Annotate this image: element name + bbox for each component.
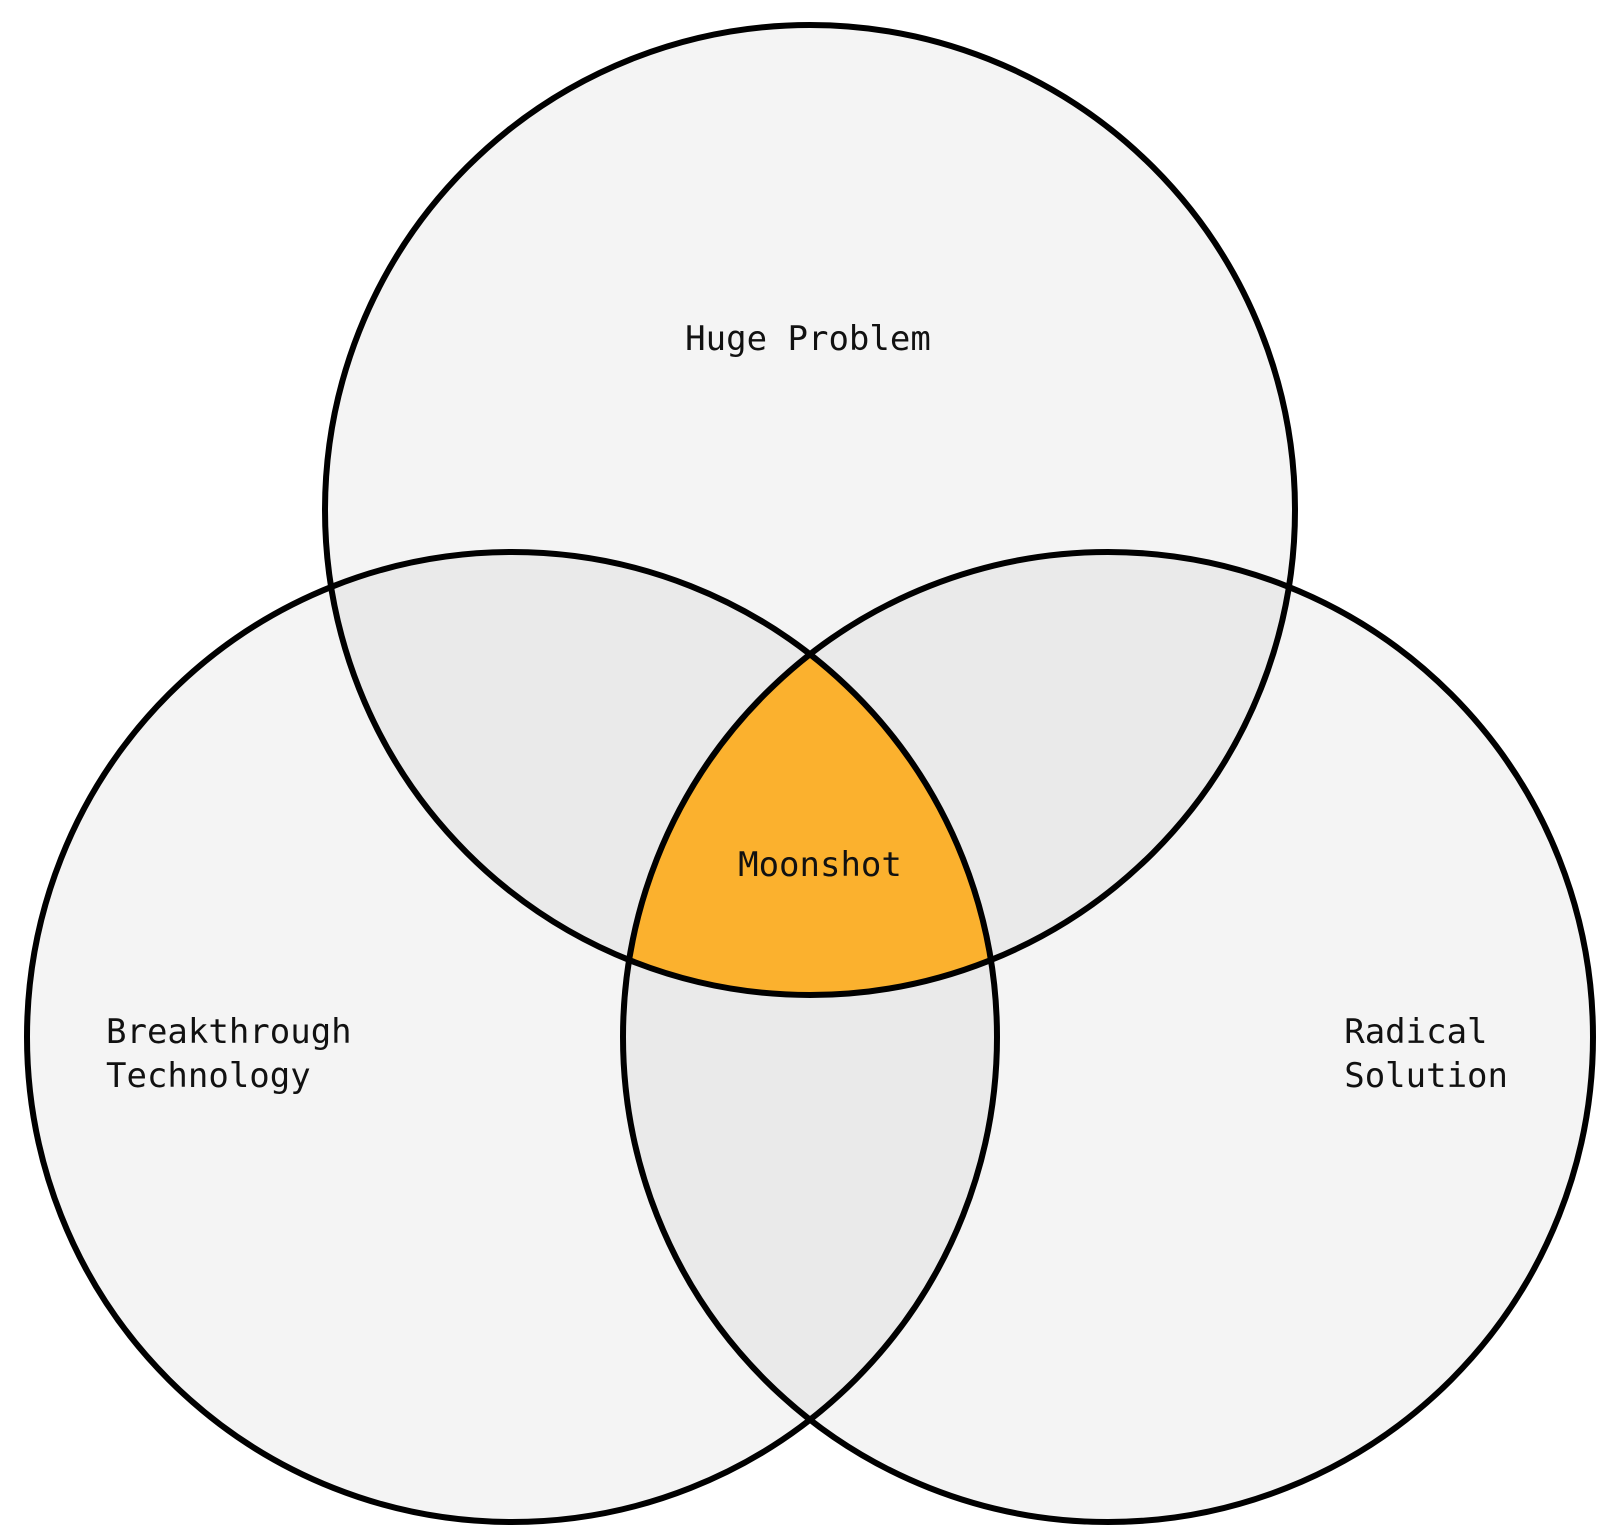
label-moonshot: Moonshot — [738, 845, 902, 885]
label-radical-solution: Radical Solution — [1344, 1012, 1508, 1096]
label-huge-problem-line: Huge Problem — [685, 319, 931, 359]
outline-huge-problem — [322, 22, 1298, 998]
label-breakthrough-line-1: Breakthrough — [106, 1012, 352, 1052]
label-huge-problem: Huge Problem — [685, 319, 931, 359]
label-breakthrough-line-2: Technology — [106, 1056, 311, 1096]
label-breakthrough-technology: Breakthrough Technology — [106, 1012, 372, 1096]
label-radical-line-2: Solution — [1344, 1056, 1508, 1096]
outline-radical-solution — [620, 549, 1596, 1525]
intersection-moonshot — [623, 552, 997, 995]
label-radical-line-1: Radical — [1344, 1012, 1487, 1052]
outline-breakthrough-technology — [24, 549, 1000, 1525]
